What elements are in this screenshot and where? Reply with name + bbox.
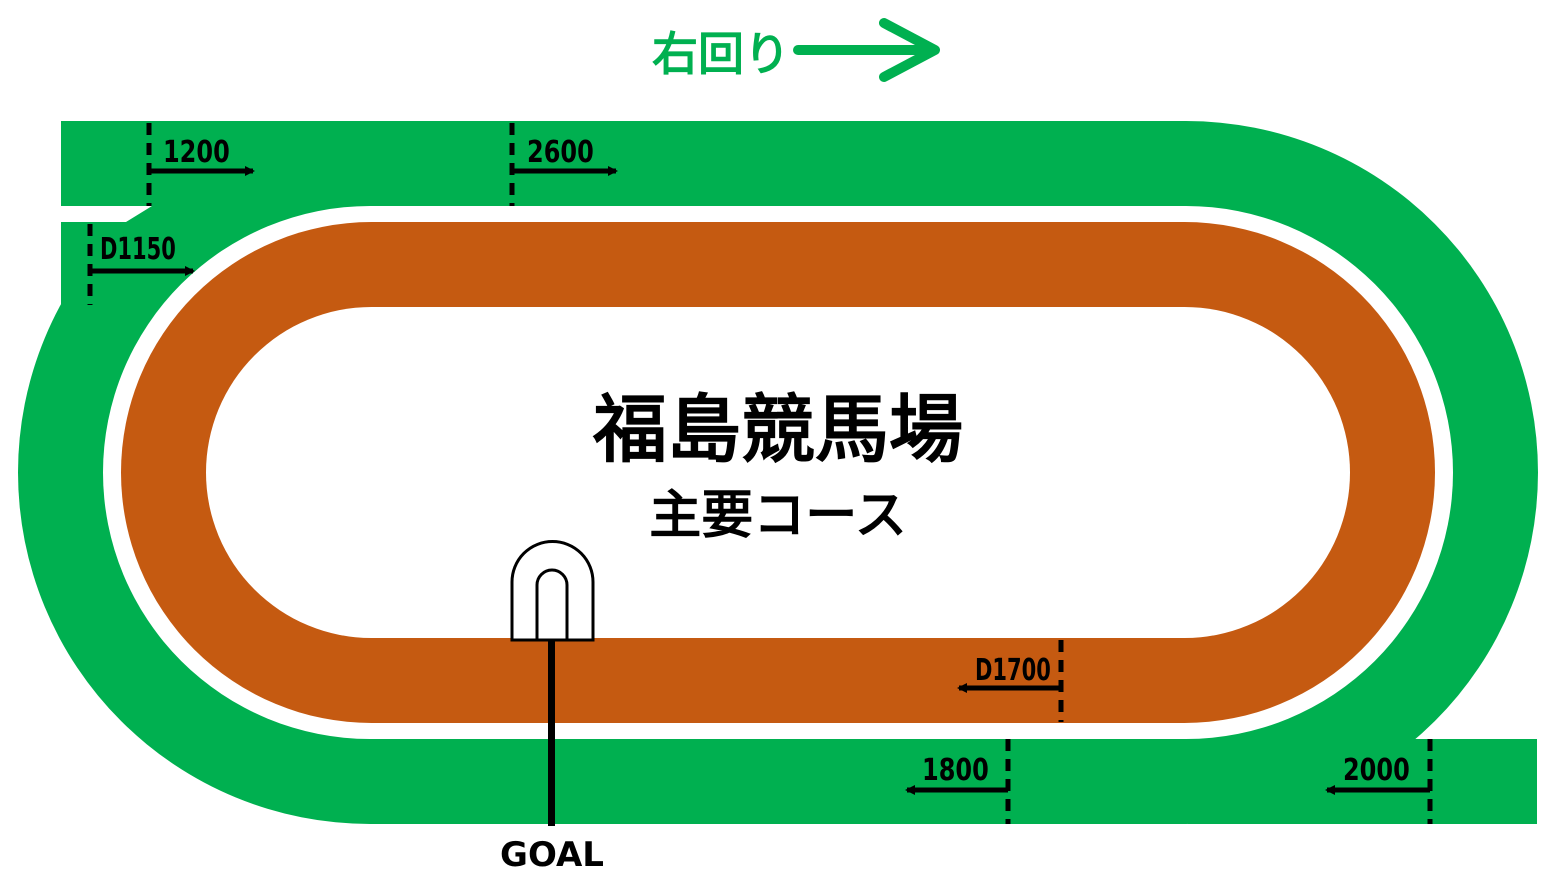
dirt-course <box>121 222 1435 723</box>
marker-label-d1700: D1700 <box>975 653 1051 688</box>
marker-label-2600: 2600 <box>527 135 594 169</box>
goal-label: GOAL <box>500 835 604 875</box>
marker-label-1800: 1800 <box>922 753 989 787</box>
page-subtitle: 主要コース <box>649 486 906 546</box>
direction-arrow-icon <box>793 18 940 82</box>
marker-label-1200: 1200 <box>163 135 230 169</box>
marker-label-d1150: D1150 <box>100 232 176 267</box>
marker-label-2000: 2000 <box>1343 753 1410 787</box>
start-marker-d1150 <box>87 224 195 305</box>
start-marker-1200 <box>146 123 255 206</box>
start-marker-d1700 <box>957 640 1064 722</box>
start-marker-2600 <box>509 123 618 206</box>
direction-label: 右回り <box>652 27 790 81</box>
page-title: 福島競馬場 <box>592 387 963 473</box>
start-marker-2000 <box>1325 739 1433 824</box>
goal-post-icon <box>510 540 595 826</box>
start-marker-1800 <box>905 739 1011 824</box>
